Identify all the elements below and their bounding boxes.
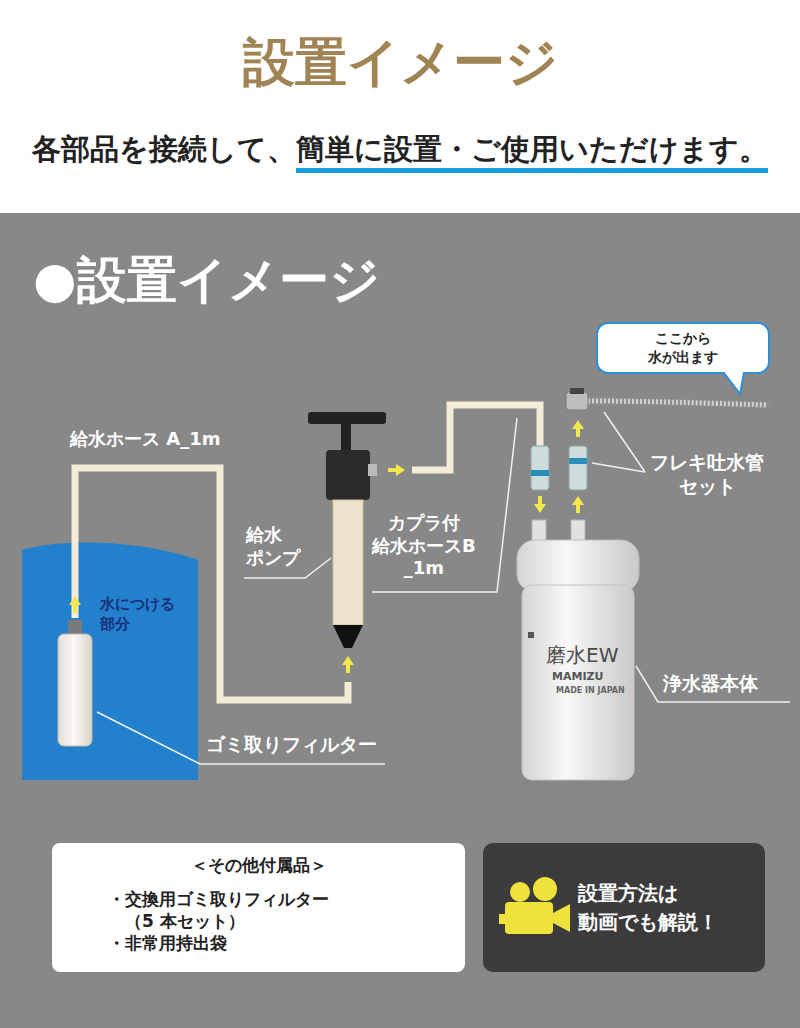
part-label: 浄水器本体 xyxy=(663,672,758,695)
label-slot: MAMIZU xyxy=(552,670,603,683)
camera-icon-part xyxy=(499,914,506,924)
coupler-part xyxy=(569,446,587,490)
filter-illustration xyxy=(58,620,92,746)
leader-line-part xyxy=(372,418,517,592)
video-text: 設置方法は 動画でも解説！ xyxy=(578,879,718,937)
flow-arrow xyxy=(69,420,584,673)
purifier-illustration-part xyxy=(522,585,634,780)
pump-illustration-part xyxy=(326,450,370,500)
purifier-illustration-part xyxy=(528,632,534,638)
accessory-box: ＜その他付属品＞ ・交換用ゴミ取りフィルター （5 本セット）・非常用持出袋 xyxy=(52,843,465,972)
water-region: 水につける部分 xyxy=(22,538,198,780)
pump-illustration-part xyxy=(333,500,363,625)
water-region-outline xyxy=(22,538,198,780)
camera-icon-part xyxy=(505,902,553,934)
coupler xyxy=(531,446,587,490)
leader-line-part xyxy=(636,666,790,702)
flow-arrow-part xyxy=(69,596,81,613)
hose-a xyxy=(75,468,348,700)
callout-bubble-shape xyxy=(597,323,769,394)
label-slot: MADE IN JAPAN xyxy=(556,686,625,696)
camera-icon-part xyxy=(510,882,530,902)
callout-bubble: ここから 水が出ます xyxy=(596,322,770,374)
water-region-shape xyxy=(22,543,198,780)
callout-bubble-outline xyxy=(596,322,770,374)
panel-heading: ●設置イメージ xyxy=(33,250,800,310)
flow-arrow-part xyxy=(572,420,584,437)
label-slot: フレキ吐水管 セット xyxy=(650,451,764,499)
flow-arrow-part xyxy=(572,496,584,513)
purifier-illustration xyxy=(517,520,639,780)
pump-illustration xyxy=(308,412,386,648)
accessory-item: ・非常用持出袋 xyxy=(108,932,465,954)
part-label: 給水ホース A_1m xyxy=(70,428,220,450)
part-label: フレキ吐水管 セット xyxy=(650,451,764,499)
part-label: カプラ付 給水ホースB _1m xyxy=(372,512,476,580)
flexible-spout-part xyxy=(566,392,588,410)
page-title: 設置イメージ xyxy=(0,31,800,93)
purifier-illustration-part xyxy=(517,540,639,592)
leader-line-part xyxy=(604,412,645,472)
product-origin: MADE IN JAPAN xyxy=(556,686,625,696)
flow-arrow-part xyxy=(534,496,546,513)
camera-icon-part xyxy=(553,904,570,932)
label-slot: 給水ホース A_1m xyxy=(70,428,220,450)
coupler-part xyxy=(569,458,587,464)
camera-icon xyxy=(499,877,570,934)
coupler-part xyxy=(531,470,549,476)
underline xyxy=(296,168,768,173)
leader-line xyxy=(97,412,790,764)
leader-line-part xyxy=(97,712,385,764)
panel-band: ●設置イメージここから 水が出ます水につける部分 ＜その他付属品＞ ・交換用ゴミ取り… xyxy=(0,213,800,1028)
camera-icon-part xyxy=(533,877,557,901)
hose-b-path xyxy=(412,405,540,470)
label-slot: 各部品を接続して、簡単に設置・ご使用いただけます。 xyxy=(0,132,800,167)
pump-illustration-part xyxy=(341,424,351,452)
hose-b xyxy=(412,405,540,470)
subtitle: 各部品を接続して、簡単に設置・ご使用いただけます。 xyxy=(0,132,800,167)
pump-illustration-part xyxy=(333,625,363,648)
flexible-spout-part xyxy=(588,401,768,405)
part-label: ゴミ取りフィルター xyxy=(206,733,377,756)
pump-illustration-part xyxy=(308,412,386,424)
hose-a-path xyxy=(75,468,348,700)
flow-arrow-part xyxy=(342,656,354,673)
label-slot: ゴミ取りフィルター xyxy=(206,733,377,756)
label-slot: 磨水EW xyxy=(546,643,618,667)
callout-text: ここから 水が出ます xyxy=(648,329,718,367)
coupler-part xyxy=(531,446,549,490)
label-slot: カプラ付 給水ホースB _1m xyxy=(372,512,476,580)
flexible-spout-part xyxy=(570,388,584,394)
flexible-spout-part xyxy=(588,401,768,405)
leader-line-part xyxy=(592,463,645,472)
flow-arrow-part xyxy=(388,464,405,476)
label-slot: 浄水器本体 xyxy=(663,672,758,695)
label-slot: 給水 ポンプ xyxy=(246,524,300,569)
part-label: 給水 ポンプ xyxy=(246,524,300,569)
title-slot: 設置イメージ xyxy=(0,31,800,93)
filter-illustration-part xyxy=(58,634,92,746)
water-note: 水につける部分 xyxy=(100,595,178,634)
flexible-spout xyxy=(566,388,768,410)
accessory-item: ・交換用ゴミ取りフィルター （5 本セット） xyxy=(108,888,345,932)
header-decoration xyxy=(0,0,800,213)
product-logo: 磨水EW xyxy=(546,643,618,667)
pump-illustration-part xyxy=(368,464,377,476)
product-name: MAMIZU xyxy=(552,670,603,683)
accessory-heading: ＜その他付属品＞ xyxy=(52,854,465,876)
